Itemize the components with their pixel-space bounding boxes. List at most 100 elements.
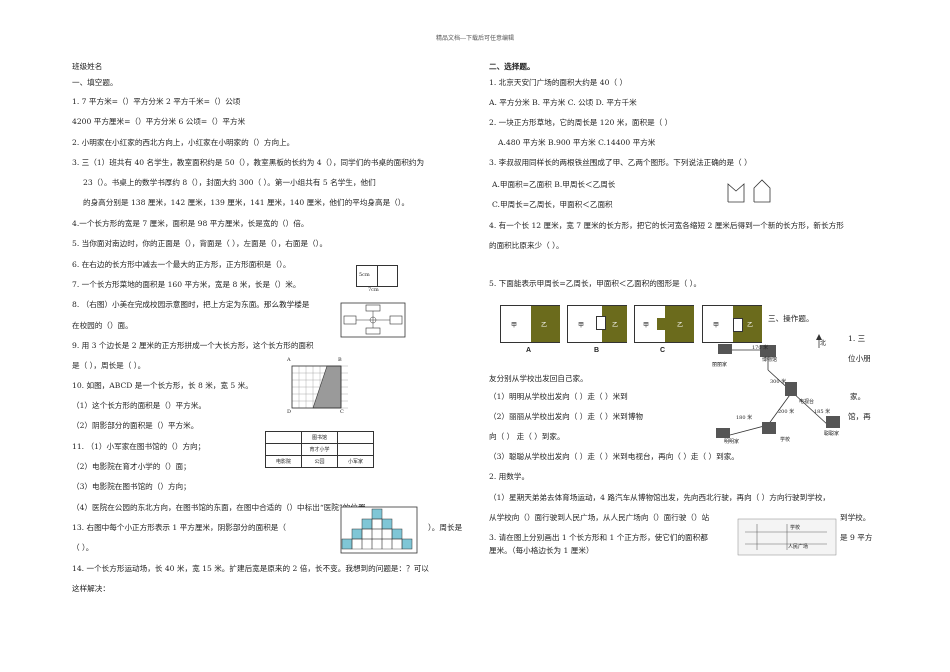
op3-line2: 厘米。（每小格边长为 1 厘米） [489,546,594,555]
q9-line2: 是（ ），周长是（ ）。 [72,361,146,370]
map-label-300: 300 米 [770,379,787,385]
r-q3-shapes [727,179,771,203]
op1-home: 家。 [850,392,866,401]
r-q5-label-b: B [594,347,600,354]
r-q5-figure-b: 甲 乙 [567,305,627,343]
r-q1: 1. 北京天安门广场的面积大约是 40（ ） [489,78,628,87]
r-q5-label-c: C [660,347,666,354]
op1-2: （2）丽丽从学校出发向（ ）走（ ）米到博物 [489,412,643,421]
q2: 2. 小明家在小红家的西北方向上，小红家在小明家的（）方向上。 [72,138,295,147]
q10-2: （2）阴影部分的面积是（）平方米。 [72,421,199,430]
op2-1-line2: 从学校向（）面行驶到人民广场，从人民广场向（）面行驶（）站 [489,513,710,522]
cell-school: 育才小学 [301,443,338,456]
op2-label-square: 人民广场 [788,544,809,550]
q14-line1: 14. 一个长方形运动场，长 40 米，宽 15 米。扩建后宽是原来的 2 倍，… [72,564,429,573]
page-header: 精品文档---下载后可任意编辑 [435,35,515,42]
q6: 6. 在右边的长方形中减去一个最大的正方形，正方形面积是（）。 [72,260,291,269]
op1-2-end: 馆，再 [848,412,871,421]
op2-route-sketch [737,518,837,556]
r-q3: 3. 李叔叔用同样长的两根铁丝围成了甲、乙两个图形。下列说法正确的是（ ） [489,158,752,167]
q10-1: （1）这个长方形的面积是（）平方米。 [72,401,206,410]
class-name-line: 班级姓名 [72,62,103,71]
yi-label: 乙 [747,322,754,329]
q1-line1: 1. 7 平方米=（）平方分米 2 平方千米=（）公顷 [72,97,241,106]
q11-map-table: 图书馆 育才小学 电影院公园小军家 [265,431,374,468]
r-q3-option-c: C.甲周长=乙周长，甲面积＜乙面积 [492,200,613,209]
section-fill-blank: 一、填空题。 [72,78,118,87]
map-label-museum: 博物馆 [762,357,778,363]
q10-label-d: D [287,409,292,415]
r-q3-options-ab: A.甲面积=乙面积 B.甲周长＜乙周长 [492,180,616,189]
q11-2: （2）电影院在育才小学的（）面； [72,462,191,471]
section-choice: 二、选择题。 [489,62,535,71]
q8-line2: 在校园的（）面。 [72,321,133,330]
op3-line1-end: 是 9 平方 [840,533,873,542]
q10-label-c: C [340,409,344,415]
q13-line1: 13. 右图中每个小正方形表示 1 平方厘米，阴影部分的面积是（ [72,523,286,532]
map-label-mingming: 明明家 [724,439,740,445]
op2-1-end: 到学校。 [840,513,871,522]
r-q5-figure-d: 甲 乙 [702,305,762,343]
yi-label: 乙 [541,322,548,329]
q8-line1: 8. （右图）小美在完成校园示意图时，把上方定为东面。那么教学楼是 [72,300,310,309]
q9-line1: 9. 用 3 个边长是 2 厘米的正方形拼成一个大长方形，这个长方形的面积 [72,341,314,350]
cell-cinema: 电影院 [265,455,302,468]
route-map [716,334,840,438]
map-label-180: 180 米 [736,415,753,421]
q13-line2: （ ）。 [72,543,94,552]
map-label-lili: 丽丽家 [712,362,728,368]
op1-1: （1）明明从学校出发向（ ）走（ ）米到 [489,392,628,401]
op1-2-line2: 向（ ） 走（ ）到家。 [489,432,565,441]
q11-4: （4）医院在公园的东北方向，在图书馆的东面，在图中合适的（）中标出“医院”的位置… [72,503,374,512]
q6-label-7cm: 7cm [368,287,379,293]
q13-staircase-figure [340,506,418,554]
r-q5: 5. 下面能表示甲周长=乙周长，甲面积＜乙面积的图形是（ ）。 [489,279,702,288]
op1-3: （3）聪聪从学校出发向（ ）走（ ）米到电视台，再向（ ）走（ ）到家。 [489,452,739,461]
q13-line1-end: ）。周长是 [428,523,463,532]
op2-1: （1）星期天弟弟去体育场运动，4 路汽车从博物馆出发，先向西北行驶，再向（ ）方… [489,493,831,502]
q1-line2: 4200 平方厘米=（）平方分米 6 公顷=（）平方米 [72,117,246,126]
r-q5-figure-c: 甲 乙 [634,305,694,343]
q8-campus-diagram [340,302,406,338]
r-q4-line1: 4. 有一个长 12 厘米，宽 7 厘米的长方形，把它的长河宽各缩短 2 厘米后… [489,221,844,230]
op1-part2: 位小朋 [848,354,871,363]
op2-label-school: 学校 [790,525,801,531]
jia-label: 甲 [578,322,585,329]
q5: 5. 当你面对南边时，你的正面是（），背面是（ ），左面是（），右面是（）。 [72,239,328,248]
cell-library: 图书馆 [301,431,338,444]
q3-line3: 的身高分别是 138 厘米，142 厘米，139 厘米，141 厘米，140 厘… [83,198,410,207]
q10-label-a: A [287,357,291,363]
q7: 7. 一个长方形菜地的面积是 160 平方米，宽是 8 米，长是（）米。 [72,280,301,289]
map-label-congcong: 聪聪家 [824,431,840,437]
q3-line2: 23（）。书桌上的数学书厚约 8（），封面大约 300（ ）。第一小组共有 5 … [83,178,376,187]
q10: 10. 如图，ABCD 是一个长方形，长 8 米，宽 5 米。 [72,381,253,390]
q10-label-b: B [338,357,342,363]
cell-home: 小军家 [337,455,374,468]
op3-line1: 3. 请在图上分别画出 1 个长方形和 1 个正方形，使它们的面积都 [489,533,708,542]
op2-title: 2. 用数学。 [489,472,530,481]
r-q5-figure-a: 甲 乙 [500,305,560,343]
cell-park: 公园 [301,455,338,468]
q14-line2: 这样解决： [72,584,110,593]
yi-label: 乙 [677,322,684,329]
q11-3: （3）电影院在图书馆的（）方向； [72,482,191,491]
map-label-school: 学校 [780,437,791,443]
r-q1-options: A. 平方分米 B. 平方米 C. 公顷 D. 平方千米 [489,98,637,107]
map-label-200: 200 米 [778,409,795,415]
map-label-170: 170 米 [752,345,769,351]
q11-1: 11. （1）小军家在图书馆的（）方向； [72,442,206,451]
r-q2: 2. 一块正方形草地，它的周长是 120 米，面积是（ ） [489,118,673,127]
north-label: 北 [820,340,827,347]
r-q4-line2: 的面积比原来少（ ）。 [489,241,564,250]
jia-label: 甲 [643,322,650,329]
jia-label: 甲 [713,322,720,329]
q4: 4.一个长方形的宽是 7 厘米，面积是 98 平方厘米，长是宽的（）倍。 [72,219,309,228]
q10-rectangle-figure [291,365,348,409]
map-label-185: 185 米 [814,409,831,415]
op1-part3: 友分别从学校出发回自己家。 [489,374,588,383]
r-q2-options: A.480 平方米 B.900 平方米 C.14400 平方米 [498,138,656,147]
q3-line1: 3. 三（1）班共有 40 名学生，教室面积约是 50（），教室黑板的长约为 4… [72,158,425,167]
r-q5-label-a: A [526,347,532,354]
q6-label-5cm: 5cm [359,272,370,278]
map-label-tv: 电视台 [799,399,815,405]
